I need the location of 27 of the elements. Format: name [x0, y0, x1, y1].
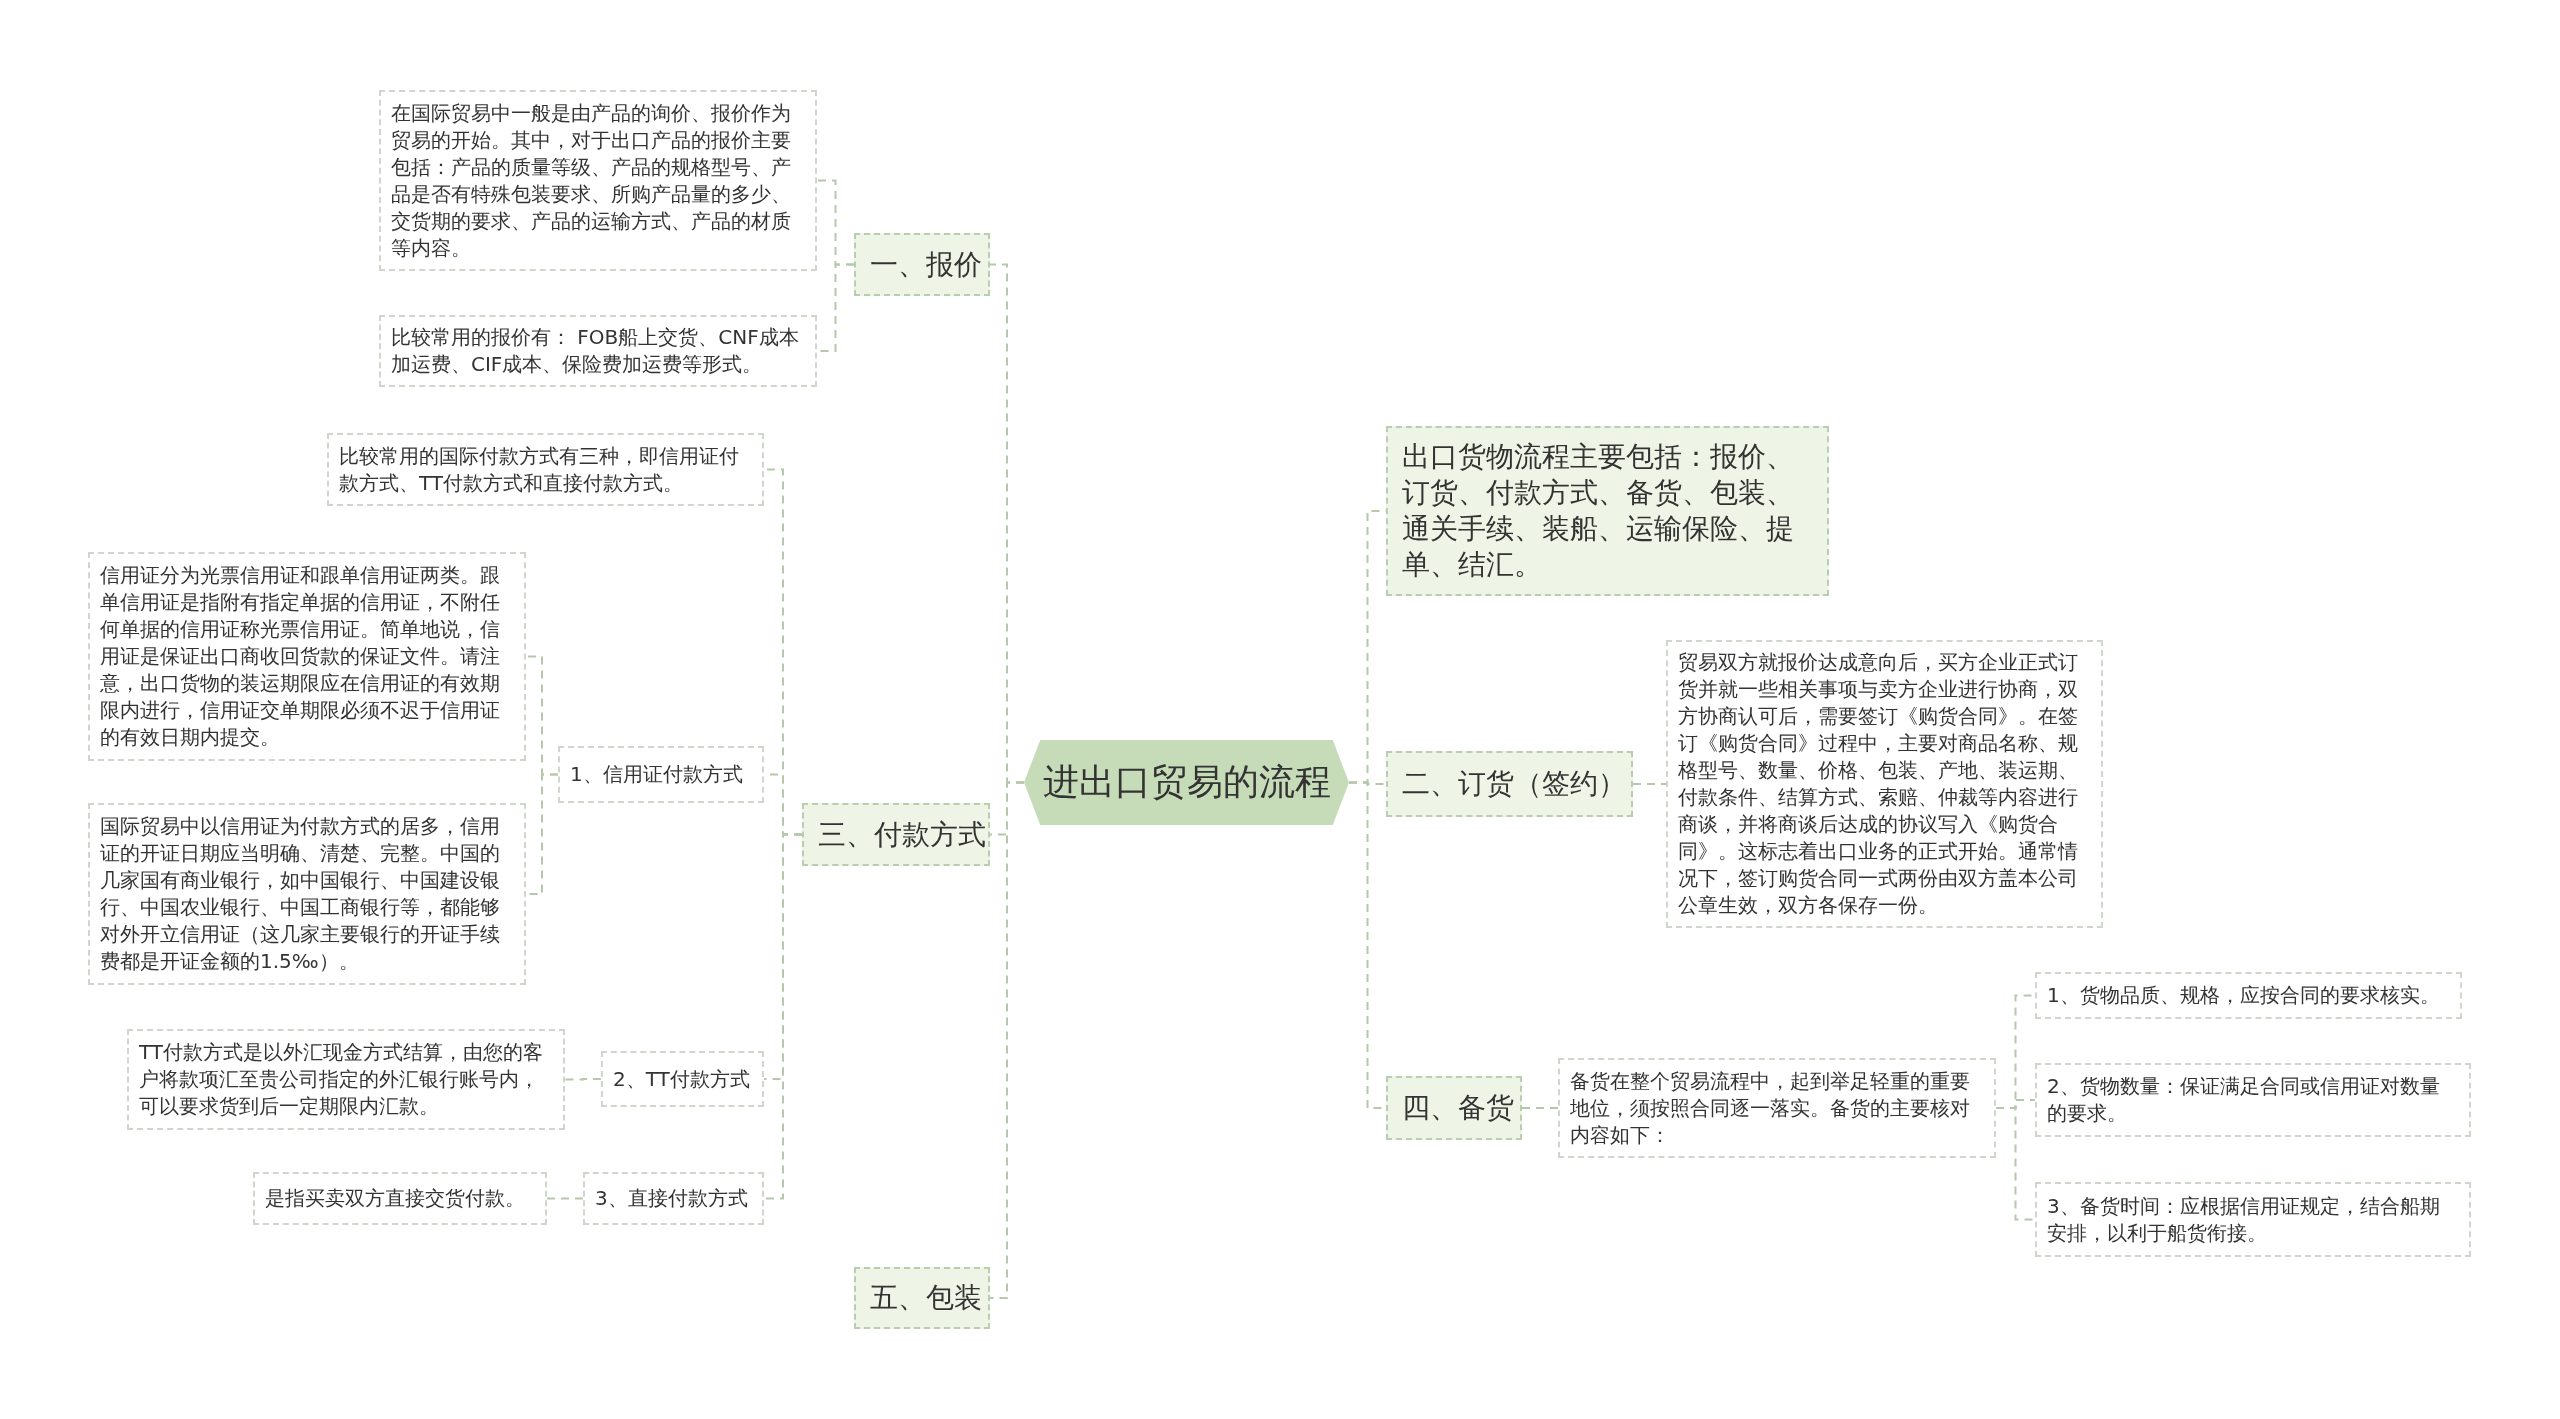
- connector: [1632, 783, 1667, 785]
- note-box: 备货在整个贸易流程中，起到举足轻重的重要地位，须按照合同逐一落实。备货的主要核对内容如下：: [1558, 1058, 1996, 1158]
- note-box: 3、直接付款方式: [583, 1172, 764, 1225]
- topic-box: 五、包装: [854, 1267, 990, 1329]
- note-box: 国际贸易中以信用证为付款方式的居多，信用证的开证日期应当明确、清楚、完整。中国的几家国有商业银行，如中国银行、中国建设银行、中国农业银行、中国工商银行等，都能够对外开立信用证（这几家主要银行的开证手续费都是开证金额的1.5‰）。: [88, 803, 526, 985]
- note-box: 贸易双方就报价达成意向后，买方企业正式订货并就一些相关事项与卖方企业进行协商，双方协商认可后，需要签订《购货合同》。在签订《购货合同》过程中，主要对商品名称、规格型号、数量、价格、包装、产地、装运期、付款条件、结算方式、索赔、仲裁等内容进行商谈，并将商谈后达成的协议写入《购货合同》。这标志着出口业务的正式开始。通常情况下，签订购货合同一式两份由双方盖本公司公章生效，双方各保存一份。: [1666, 640, 2103, 928]
- note-box: 1、信用证付款方式: [558, 746, 764, 803]
- connector: [546, 1197, 584, 1200]
- connector: [564, 1078, 602, 1081]
- note-box: 2、TT付款方式: [601, 1051, 764, 1107]
- note-box: TT付款方式是以外汇现金方式结算，由您的客户将款项汇至贵公司指定的外汇银行账号内，可以要求货到后一定期限内汇款。: [127, 1029, 565, 1130]
- topic-box: 一、报价: [854, 233, 990, 296]
- topic-box: 二、订货（签约）: [1386, 751, 1633, 817]
- connector: [1995, 1107, 2036, 1221]
- topic-box: 三、付款方式: [802, 803, 990, 866]
- note-box: 在国际贸易中一般是由产品的询价、报价作为贸易的开始。其中，对于出口产品的报价主要包括：产品的质量等级、产品的规格型号、产品是否有特殊包装要求、所购产品量的多少、交货期的要求、产品的运输方式、产品的材质等内容。: [379, 90, 817, 271]
- note-box: 1、货物品质、规格，应按合同的要求核实。: [2035, 972, 2462, 1019]
- connector: [1521, 1107, 1559, 1109]
- note-box: 比较常用的国际付款方式有三种，即信用证付款方式、TT付款方式和直接付款方式。: [327, 433, 764, 506]
- note-box: 2、货物数量：保证满足合同或信用证对数量的要求。: [2035, 1063, 2471, 1137]
- summary-box: 出口货物流程主要包括：报价、订货、付款方式、备货、包装、通关手续、装船、运输保险、提单、结汇。: [1386, 426, 1829, 596]
- note-box: 3、备货时间：应根据信用证规定，结合船期安排，以利于船货衔接。: [2035, 1182, 2471, 1257]
- connector: [989, 781, 1025, 1299]
- note-box: 是指买卖双方直接交货付款。: [253, 1172, 547, 1225]
- note-box: 比较常用的报价有： FOB船上交货、CNF成本加运费、CIF成本、保险费加运费等形式。: [379, 315, 817, 387]
- topic-box: 四、备货: [1386, 1076, 1522, 1140]
- note-box: 信用证分为光票信用证和跟单信用证两类。跟单信用证是指附有指定单据的信用证，不附任何单据的信用证称光票信用证。简单地说，信用证是保证出口商收回货款的保证文件。请注意，出口货物的装运期限应在信用证的有效期限内进行，信用证交单期限必须不迟于信用证的有效日期内提交。: [88, 552, 526, 761]
